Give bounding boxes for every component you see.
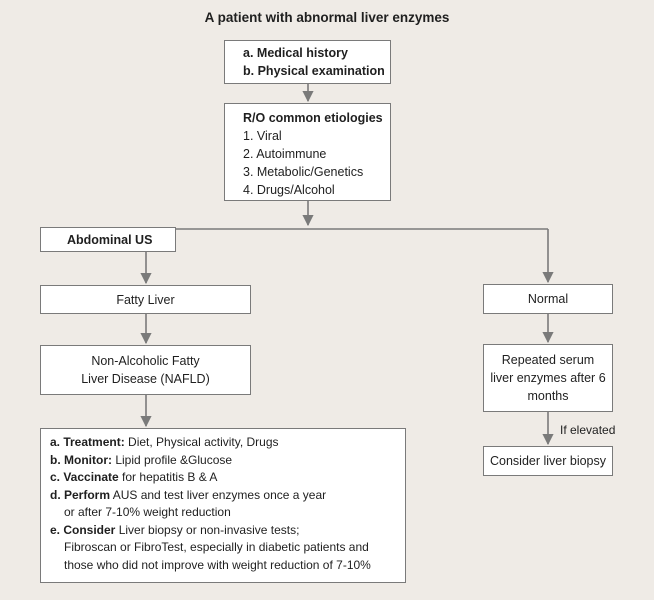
management-item-perform: d. Perform AUS and test liver enzymes on… <box>50 487 327 502</box>
repeated-line: liver enzymes after 6 <box>490 371 606 385</box>
management-item-perform-cont: or after 7-10% weight reduction <box>64 505 231 519</box>
management-item-consider: e. Consider Liver biopsy or non-invasive… <box>50 522 300 537</box>
management-item-monitor: b. Monitor: Lipid profile &Glucose <box>50 452 233 467</box>
normal-box: Normal <box>483 284 613 314</box>
management-item-consider-cont: those who did not improve with weight re… <box>64 557 371 572</box>
management-item-consider-cont: Fibroscan or FibroTest, especially in di… <box>64 540 369 554</box>
management-item-vaccinate: c. Vaccinate for hepatitis B & A <box>50 470 218 484</box>
if-elevated-label: If elevated <box>560 423 616 437</box>
fatty-liver-box: Fatty Liver <box>40 285 251 314</box>
liver-biopsy-box: Consider liver biopsy <box>483 446 613 476</box>
nafld-box: Non-Alcoholic Fatty Liver Disease (NAFLD… <box>40 345 251 395</box>
etiology-item: 4. Drugs/Alcohol <box>243 183 335 197</box>
exam-item: b. Physical examination <box>243 64 385 78</box>
repeated-line: months <box>527 389 569 403</box>
history-item: a. Medical history <box>243 46 348 60</box>
history-exam-box: a. Medical history b. Physical examinati… <box>224 40 391 84</box>
etiology-item: 3. Metabolic/Genetics <box>243 165 364 179</box>
management-box: a. Treatment: Diet, Physical activity, D… <box>40 428 406 583</box>
etiology-item: 1. Viral <box>243 129 282 143</box>
abdominal-us-box: Abdominal US <box>40 227 176 252</box>
diagram-title: A patient with abnormal liver enzymes <box>204 10 450 25</box>
nafld-line: Non-Alcoholic Fatty <box>91 354 200 368</box>
repeated-enzymes-box: Repeated serum liver enzymes after 6 mon… <box>483 344 613 412</box>
etiologies-box: R/O common etiologies 1. Viral 2. Autoim… <box>224 103 391 201</box>
management-item-treatment: a. Treatment: Diet, Physical activity, D… <box>50 435 279 449</box>
repeated-line: Repeated serum <box>501 353 595 367</box>
nafld-line: Liver Disease (NAFLD) <box>81 372 210 386</box>
etiologies-heading: R/O common etiologies <box>243 111 383 125</box>
etiology-item: 2. Autoimmune <box>243 147 327 161</box>
